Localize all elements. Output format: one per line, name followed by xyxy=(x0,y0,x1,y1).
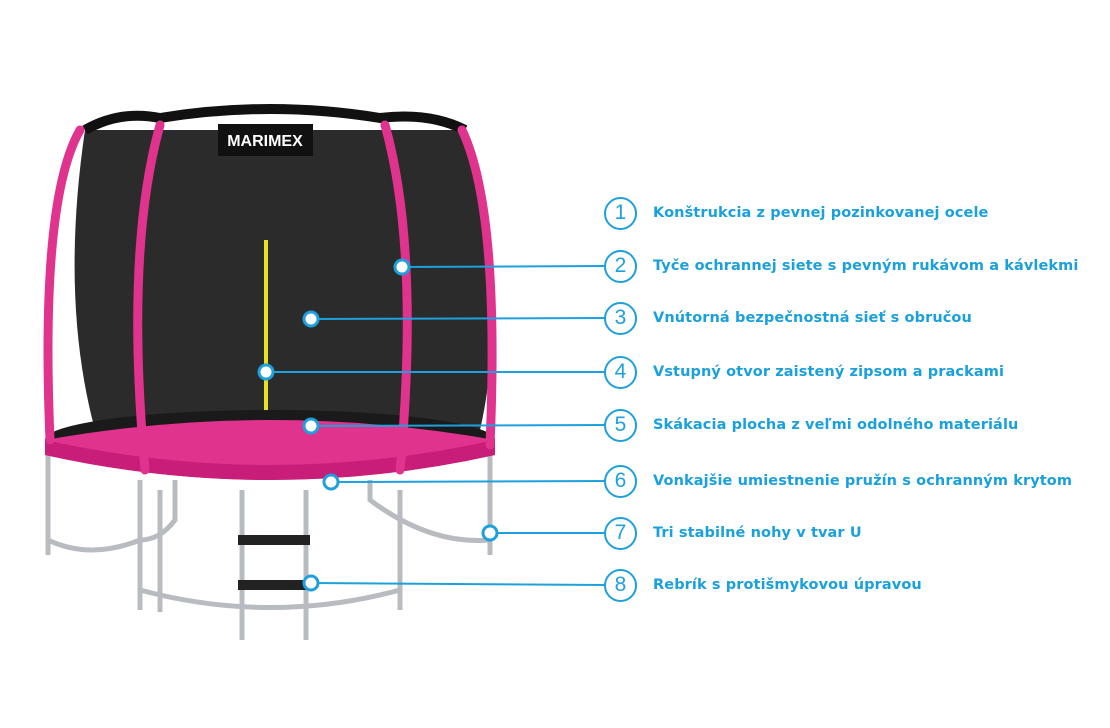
callout-label: Tyče ochrannej siete s pevným rukávom a … xyxy=(653,258,1079,274)
brand-text: MARIMEX xyxy=(227,133,303,150)
callout-6: 6 Vonkajšie umiestnenie pružín s ochranný… xyxy=(604,463,1072,499)
number-badge: 6 xyxy=(604,464,637,498)
callout-8: 8 Rebrík s protišmykovou úpravou xyxy=(604,567,922,603)
callout-label: Vnútorná bezpečnostná sieť s obručou xyxy=(653,310,972,326)
number-badge: 2 xyxy=(604,249,637,283)
callout-5: 5 Skákacia plocha z veľmi odolného materi… xyxy=(604,407,1018,443)
net-poles xyxy=(43,120,497,475)
number-badge: 1 xyxy=(604,196,637,230)
callout-label: Rebrík s protišmykovou úpravou xyxy=(653,577,922,593)
safety-net xyxy=(74,130,492,430)
net-top-ring xyxy=(82,104,468,135)
number-badge: 3 xyxy=(604,301,637,335)
number-badge: 4 xyxy=(604,355,637,389)
leader-dots xyxy=(257,258,499,592)
number-badge: 8 xyxy=(604,568,637,602)
brand-tag xyxy=(218,124,313,156)
callout-4: 4 Vstupný otvor zaistený zipsom a prackam… xyxy=(604,354,1004,390)
number-badge: 7 xyxy=(604,516,637,550)
callout-label: Vstupný otvor zaistený zipsom a prackami xyxy=(653,364,1005,380)
number-badge: 5 xyxy=(604,408,637,442)
callout-label: Tri stabilné nohy v tvar U xyxy=(653,525,862,541)
callout-3: 3 Vnútorná bezpečnostná sieť s obručou xyxy=(604,300,972,336)
callout-7: 7 Tri stabilné nohy v tvar U xyxy=(604,515,862,551)
callout-1: 1 Konštrukcia z pevnej pozinkovanej ocele xyxy=(604,195,988,231)
callout-label: Vonkajšie umiestnenie pružín s ochranným… xyxy=(653,473,1073,489)
callout-label: Konštrukcia z pevnej pozinkovanej ocele xyxy=(653,205,989,221)
ladder xyxy=(238,535,310,590)
callout-label: Skákacia plocha z veľmi odolného materiá… xyxy=(653,417,1019,433)
callout-2: 2 Tyče ochrannej siete s pevným rukávom a… xyxy=(604,248,1078,284)
leader-lines xyxy=(266,265,607,586)
